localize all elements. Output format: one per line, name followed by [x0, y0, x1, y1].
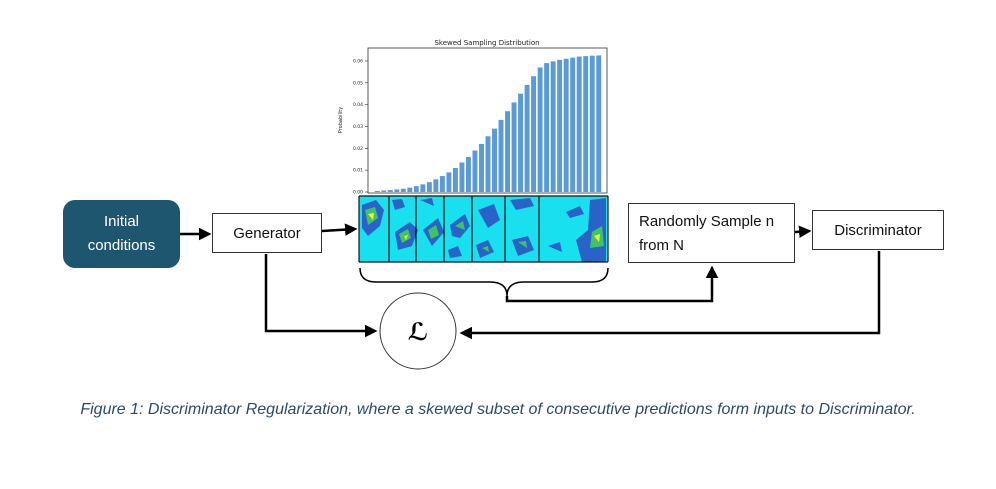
chart-bar — [452, 167, 458, 192]
chart-bar — [439, 176, 445, 192]
chart-bar — [498, 119, 504, 192]
chart-bar — [485, 136, 491, 192]
sampling-distribution-chart: Skewed Sampling Distribution Probability… — [338, 39, 608, 196]
chart-bar — [374, 190, 380, 192]
chart-title: Skewed Sampling Distribution — [434, 39, 539, 47]
chart-ytick-label: 0.03 — [353, 124, 363, 130]
chart-bar — [426, 182, 432, 192]
chart-bar — [524, 84, 530, 192]
chart-bar — [563, 58, 569, 192]
chart-bar — [576, 56, 582, 192]
map-frame — [392, 199, 418, 250]
arrow-discriminator-to-loss — [459, 251, 881, 340]
chart-bar — [387, 190, 393, 192]
chart-ytick-label: 0.04 — [353, 102, 363, 108]
discriminator-label: Discriminator — [834, 221, 922, 239]
chart-bar — [400, 188, 406, 192]
chart-bar — [550, 61, 556, 192]
chart-ylabel: Probability — [338, 107, 344, 133]
map-frame-dividers — [358, 195, 609, 263]
chart-bar — [583, 56, 589, 193]
chart-bar — [531, 76, 537, 192]
generator-label: Generator — [233, 224, 301, 242]
chart-bar — [596, 55, 602, 193]
map-frame — [420, 198, 444, 246]
map-frame — [510, 198, 534, 256]
chart-bar — [511, 102, 517, 192]
loss-symbol: ℒ — [408, 318, 429, 346]
chart-bar — [394, 189, 400, 192]
chart-bar — [465, 157, 471, 192]
chart-ytick-label: 0.01 — [353, 168, 363, 174]
chart-bar — [537, 67, 543, 192]
chart-bar — [459, 162, 465, 192]
map-frame — [362, 200, 384, 236]
chart-bar — [420, 184, 426, 192]
chart-bar — [505, 111, 511, 192]
chart-ytick-label: 0.05 — [353, 80, 363, 86]
chart-ytick-label: 0.06 — [353, 58, 363, 64]
chart-bar — [557, 59, 563, 192]
initial-conditions-label: Initial conditions — [87, 213, 156, 254]
random-sample-label: Randomly Sample n from N — [639, 213, 775, 254]
discriminator-box: Discriminator — [812, 210, 944, 250]
arrow-generator-to-loss — [264, 254, 378, 338]
chart-bar — [407, 187, 413, 192]
map-frame — [476, 204, 500, 258]
prediction-frames-strip — [358, 195, 609, 263]
chart-bar — [492, 128, 497, 192]
chart-bar — [381, 190, 387, 192]
loss-node — [379, 292, 457, 370]
chart-bar — [433, 179, 439, 192]
figure-caption: Figure 1: Discriminator Regularization, … — [80, 401, 916, 418]
chart-ytick-label: 0.00 — [353, 190, 363, 196]
chart-bar — [518, 93, 524, 192]
arrow-brace-to-sampler — [505, 265, 719, 303]
chart-ytick-label: 0.02 — [353, 146, 363, 152]
map-frame — [548, 198, 606, 262]
chart-bar — [544, 63, 550, 192]
chart-bar — [413, 186, 419, 192]
curly-brace — [359, 267, 609, 297]
initial-conditions-box: Initial conditions — [63, 200, 180, 268]
chart-bar — [570, 57, 576, 193]
chart-bars — [374, 55, 602, 193]
chart-bar — [446, 172, 452, 192]
chart-bar — [589, 55, 595, 193]
arrow-generator-to-frames — [321, 223, 358, 236]
chart-bar — [479, 143, 484, 192]
chart-y-axis: 0.00 0.01 0.02 0.03 0.04 0.05 0.06 — [353, 58, 368, 196]
map-frame — [448, 214, 470, 258]
chart-frame — [367, 47, 608, 194]
arrow-sampler-to-discriminator — [794, 225, 812, 238]
generator-box: Generator — [212, 213, 322, 253]
random-sample-box: Randomly Sample n from N — [628, 203, 795, 263]
chart-bar — [472, 150, 478, 192]
